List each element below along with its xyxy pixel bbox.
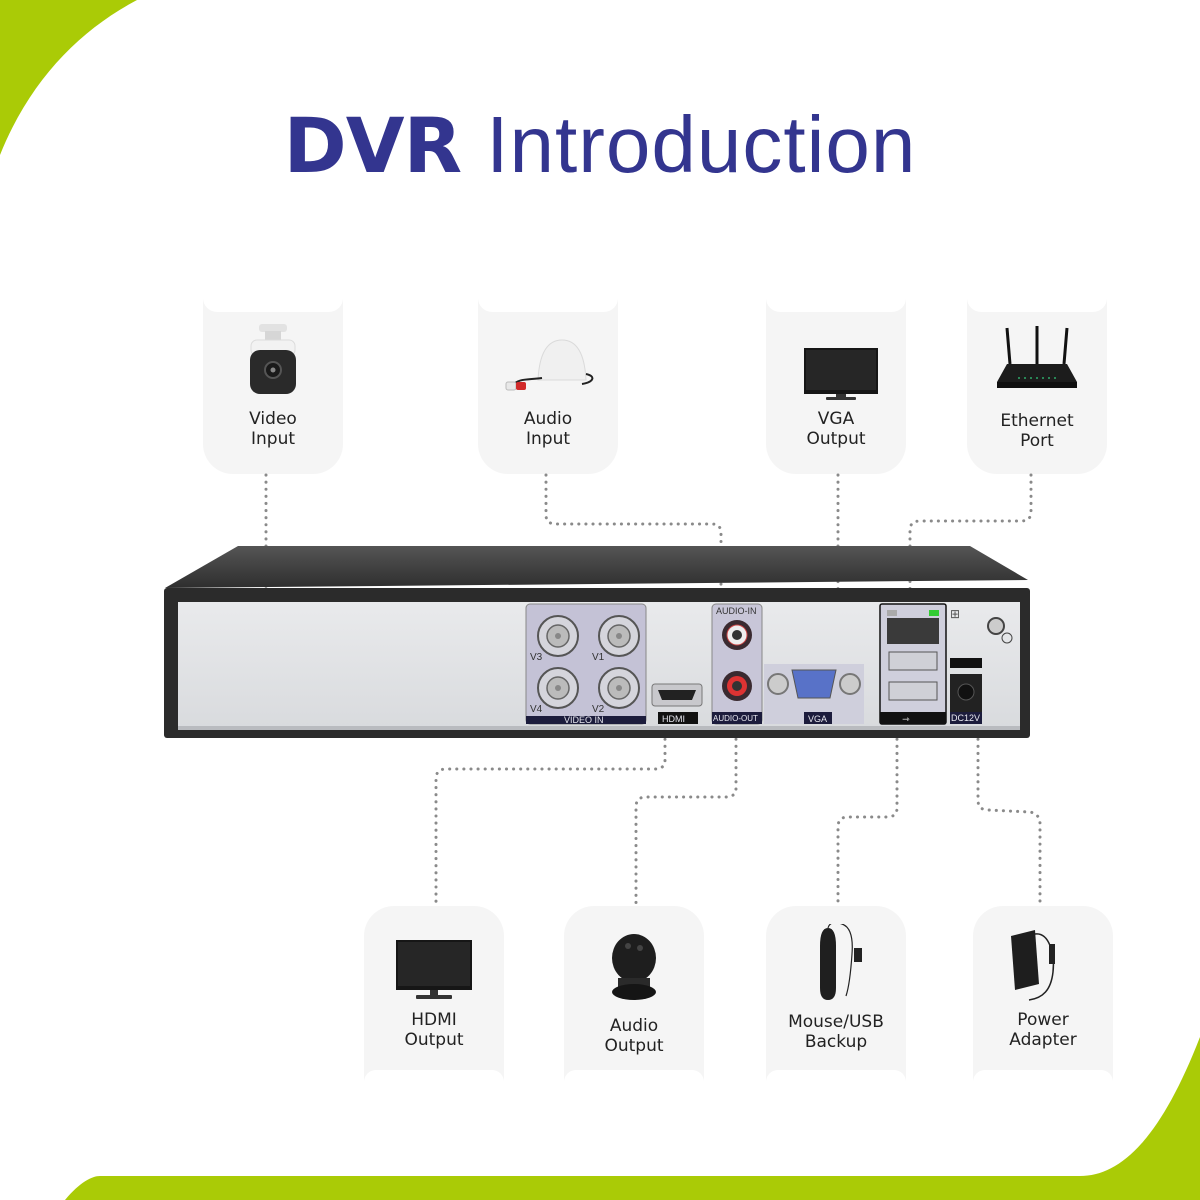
channel-label-v1: V1 [592, 652, 605, 663]
card-label-line2: Output [806, 429, 866, 449]
card-label-line1: HDMI [411, 1010, 457, 1030]
card-label-line2: Adapter [1009, 1030, 1077, 1050]
card-label-line1: Video [249, 409, 297, 429]
title-bold: DVR [283, 101, 462, 190]
channel-label-v3: V3 [530, 652, 543, 663]
network-symbol-icon: ⊞ [950, 607, 960, 621]
video-in-label: VIDEO IN [564, 715, 604, 725]
card-mouse-usb-backup: Mouse/USB Backup [766, 906, 906, 1082]
hdmi-port: HDMI [651, 683, 703, 724]
monitor-icon [804, 348, 878, 400]
connector-audio-output [634, 723, 738, 907]
connector-power-adapter [976, 723, 1042, 907]
card-power-adapter: Power Adapter [973, 906, 1113, 1082]
security-camera-icon [250, 324, 296, 394]
vga-label: VGA [808, 714, 827, 724]
dvr-top-surface [165, 546, 1028, 588]
connector-mouse-usb-backup [836, 723, 899, 907]
monitor-icon [396, 940, 472, 999]
speaker-icon [612, 934, 656, 1000]
card-label-line2: Input [525, 429, 571, 449]
card-label-line1: Ethernet [1000, 411, 1074, 431]
dc-power-port: DC12V [950, 658, 982, 724]
title-light: Introduction [486, 100, 917, 189]
card-label-line1: Mouse/USB [788, 1012, 884, 1032]
ground-symbol-icon [1001, 632, 1013, 644]
vga-port: VGA [764, 664, 864, 724]
card-label-line2: Output [404, 1030, 464, 1050]
ground-screw-icon [987, 617, 1005, 635]
card-label-line2: Backup [804, 1032, 868, 1052]
dvr-device: V3 V1 V4 V2 VIDEO IN HDMI AUDIO-IN AUDIO… [164, 546, 1030, 738]
power-adapter-icon [1011, 930, 1055, 1001]
card-label-line2: Port [1020, 431, 1054, 451]
card-label-line1: VGA [817, 409, 855, 429]
video-in-ports: V3 V1 V4 V2 VIDEO IN [525, 603, 647, 725]
card-audio-output: Audio Output [564, 906, 704, 1082]
card-label-line1: Audio [609, 1016, 659, 1036]
audio-in-label: AUDIO-IN [716, 606, 757, 616]
lan-usb-ports: ⇾ [879, 603, 947, 725]
dc12v-label: DC12V [951, 713, 980, 723]
router-icon [997, 326, 1077, 388]
audio-ports: AUDIO-IN AUDIO-OUT [711, 603, 763, 725]
hdmi-label: HDMI [662, 714, 685, 724]
channel-label-v2: V2 [592, 704, 605, 715]
card-audio-input: Audio Input [478, 298, 618, 474]
channel-label-v4: V4 [530, 704, 543, 715]
usb-symbol-icon: ⇾ [902, 715, 910, 725]
mouse-icon [820, 924, 862, 1000]
card-label-line2: Input [250, 429, 296, 449]
card-label-line1: Audio [523, 409, 573, 429]
card-label-line2: Output [604, 1036, 664, 1056]
card-label-line1: Power [1017, 1010, 1069, 1030]
card-ethernet-port: Ethernet Port [967, 298, 1107, 474]
connector-hdmi-output [434, 723, 667, 907]
audio-out-label: AUDIO-OUT [713, 714, 758, 723]
card-video-input: Video Input [203, 298, 343, 474]
card-hdmi-output: HDMI Output [364, 906, 504, 1082]
card-vga-output: VGA Output [766, 298, 906, 474]
page-title: DVR Introduction [0, 100, 1200, 191]
microphone-icon [505, 339, 594, 391]
